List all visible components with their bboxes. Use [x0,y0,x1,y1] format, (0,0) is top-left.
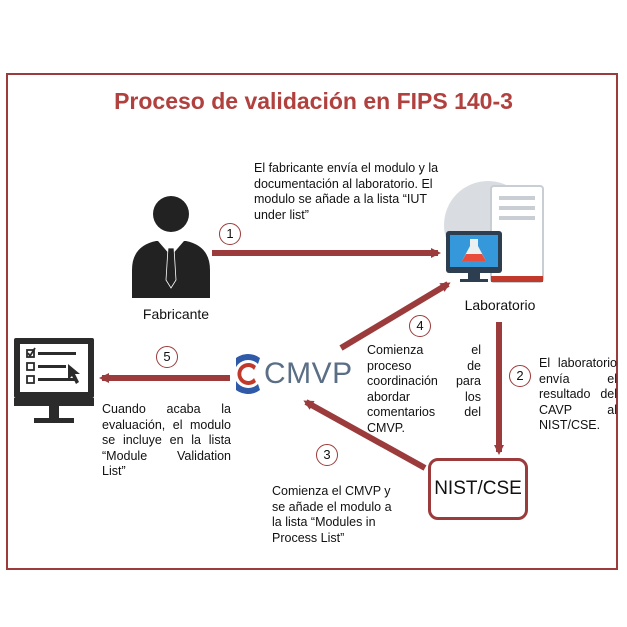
arrow-step-4 [339,281,451,351]
cmvp-label: CMVP [264,357,353,390]
fabricante-label: Fabricante [142,306,210,322]
step-2-number: 2 [509,365,531,387]
step-3-text: Comienza el CMVP y se añade el modulo a … [272,484,392,545]
step-5-number: 5 [156,346,178,368]
cmvp-logo-icon [236,354,260,394]
checklist-monitor-icon [14,338,94,423]
step-3-number: 3 [316,444,338,466]
step-5-text: Cuando acaba la evaluación, el modulo se… [102,402,231,478]
step-1-number: 1 [219,223,241,245]
arrow-step-3 [303,399,427,471]
cmvp-logo: CMVP [236,352,353,396]
server-computer-icon [444,181,544,283]
diagram-title: Proceso de validación en FIPS 140-3 [114,88,513,114]
step-4-number: 4 [409,315,431,337]
step-4-text: Comienza el proceso de coordinación para… [367,343,481,435]
step-2-text: El laboratorio envía el resultado del CA… [539,356,617,432]
laboratorio-label: Laboratorio [464,297,536,313]
step-1-text: El fabricante envía el modulo y la docum… [254,161,439,222]
diagram-frame [6,73,618,570]
nist-cse-box: NIST/CSE [428,458,528,520]
person-icon [132,196,210,298]
